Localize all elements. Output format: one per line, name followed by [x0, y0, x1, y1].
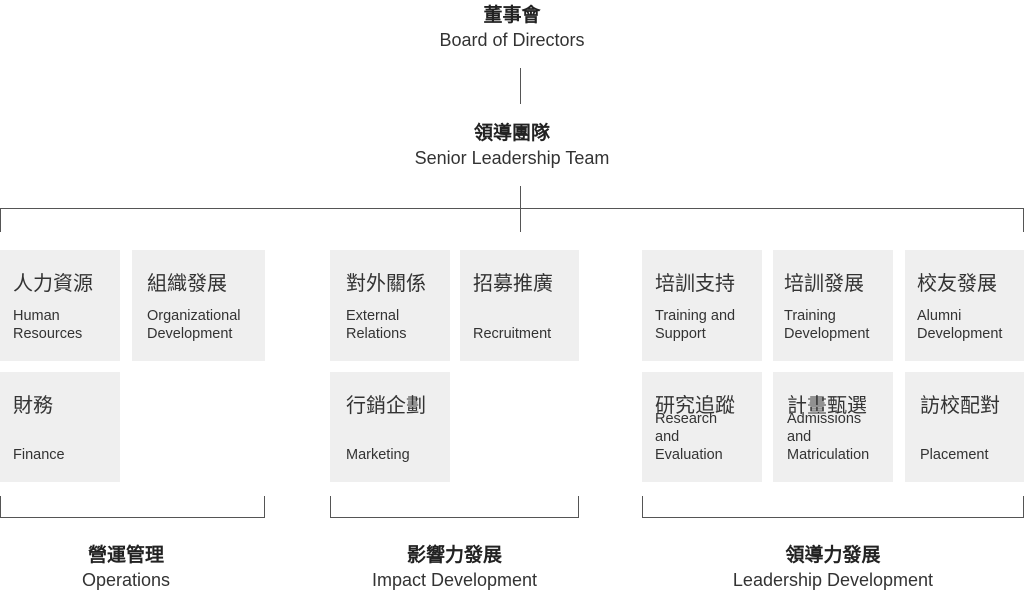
- unit-box-recruitment: 招募推廣 Recruitment: [460, 250, 579, 361]
- group-bracket-impact-right: [578, 496, 579, 518]
- unit-box-training-development: 培訓發展 Training Development: [773, 250, 893, 361]
- connector-board-leadership: [520, 68, 521, 104]
- unit-box-marketing: 行銷企劃 Marketing: [330, 372, 450, 482]
- unit-label-en: Recruitment: [473, 326, 552, 342]
- unit-label-en: Marketing: [346, 447, 410, 463]
- group-bracket-operations-left: [0, 496, 1, 518]
- unit-label-zh: 對外關係: [346, 273, 426, 295]
- unit-label-en: Training and Support: [655, 308, 736, 342]
- group-title-leadership-zh: 領導力發展: [785, 545, 881, 566]
- unit-box-external-relations: 對外關係 External Relations: [330, 250, 450, 361]
- group-title-leadership-en: Leadership Development: [732, 570, 934, 590]
- group-bracket-impact-left: [330, 496, 331, 518]
- unit-label-zh: 計畫甄選: [787, 395, 867, 417]
- unit-label-zh: 校友發展: [917, 273, 997, 295]
- unit-box-admissions-and-matriculation: 計畫甄選 Admissions and Matriculation: [773, 372, 893, 482]
- unit-label-en: Finance: [13, 447, 65, 463]
- unit-box-human-resources: 人力資源 Human Resources: [0, 250, 120, 361]
- group-bracket-operations: [0, 517, 265, 518]
- unit-label-en: Organizational Development: [147, 308, 241, 342]
- unit-label-en: Placement: [920, 447, 989, 463]
- unit-label-en: External Relations: [346, 308, 407, 342]
- unit-label-en: Alumni Development: [917, 308, 1003, 342]
- unit-label-en: Admissions and Matriculation: [787, 411, 870, 463]
- group-bracket-impact: [330, 517, 579, 518]
- unit-label-zh: 培訓支持: [655, 273, 735, 295]
- unit-label-en: Training Development: [784, 308, 870, 342]
- board-title-zh: 董事會: [483, 5, 541, 26]
- group-bracket-leadership-left: [642, 496, 643, 518]
- unit-box-alumni-development: 校友發展 Alumni Development: [905, 250, 1024, 361]
- unit-label-zh: 研究追蹤: [655, 395, 735, 417]
- unit-label-zh: 招募推廣: [473, 273, 553, 295]
- top-branch-left-tick: [0, 208, 1, 232]
- unit-box-placement: 訪校配對 Placement: [905, 372, 1024, 482]
- board-title-en: Board of Directors: [439, 30, 585, 50]
- unit-label-zh: 訪校配對: [920, 395, 1000, 417]
- unit-label-en: Research and Evaluation: [655, 411, 723, 463]
- unit-label-zh: 人力資源: [13, 273, 93, 295]
- group-bracket-leadership: [642, 517, 1024, 518]
- group-title-impact-en: Impact Development: [371, 570, 538, 590]
- unit-box-research-and-evaluation: 研究追蹤 Research and Evaluation: [642, 372, 762, 482]
- group-title-operations-zh: 營運管理: [87, 545, 164, 566]
- unit-box-finance: 財務 Finance: [0, 372, 120, 482]
- unit-box-training-and-support: 培訓支持 Training and Support: [642, 250, 762, 361]
- unit-label-zh: 組織發展: [147, 273, 227, 295]
- unit-label-zh: 行銷企劃: [346, 395, 426, 417]
- unit-label-zh: 培訓發展: [784, 273, 864, 295]
- leadership-title-zh: 領導團隊: [473, 123, 550, 144]
- leadership-title-en: Senior Leadership Team: [414, 148, 610, 168]
- unit-box-organizational-development: 組織發展 Organizational Development: [132, 250, 265, 361]
- unit-label-zh: 財務: [13, 395, 53, 417]
- group-title-operations-en: Operations: [81, 570, 171, 590]
- group-title-impact-zh: 影響力發展: [406, 545, 502, 566]
- group-bracket-operations-right: [264, 496, 265, 518]
- top-branch-line: [0, 208, 1024, 209]
- connector-leadership-branch: [520, 186, 521, 232]
- unit-label-en: Human Resources: [13, 308, 83, 342]
